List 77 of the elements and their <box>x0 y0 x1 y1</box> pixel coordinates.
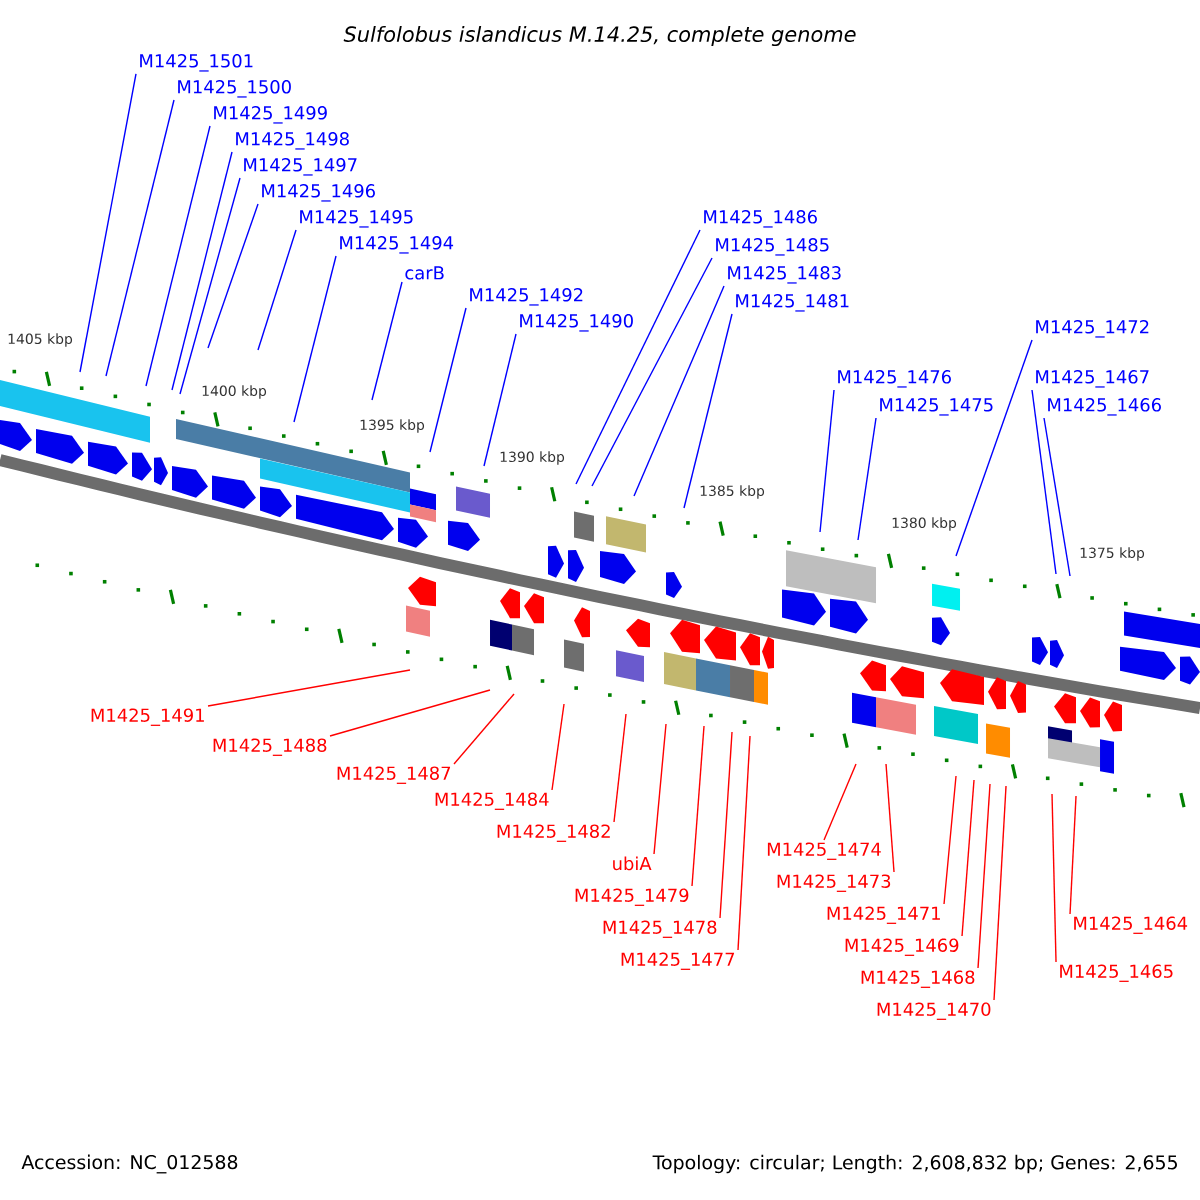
leader-line <box>1031 389 1057 575</box>
gene-label: M1425_1472 <box>1036 320 1149 338</box>
leader-line <box>293 255 337 423</box>
gene-label: M1425_1496 <box>262 184 375 202</box>
leader-line <box>653 723 667 855</box>
leader-line <box>719 731 733 919</box>
gene-label: M1425_1488 <box>213 738 327 756</box>
leader-line <box>551 703 565 791</box>
gene-label: ubiA <box>613 856 652 871</box>
leader-line <box>1069 795 1077 915</box>
leader-line <box>329 689 491 737</box>
gene-label: M1425_1465 <box>1060 964 1173 982</box>
gene-label: M1425_1475 <box>880 398 993 416</box>
leader-line <box>691 725 705 887</box>
leader-line <box>453 693 515 765</box>
gene-label: M1425_1474 <box>767 842 881 860</box>
leader-line <box>575 229 701 485</box>
leader-line <box>961 779 975 937</box>
gene-label: M1425_1500 <box>178 80 291 98</box>
leader-line <box>977 783 991 969</box>
gene-label: M1425_1471 <box>827 906 940 924</box>
leader-line <box>207 669 411 707</box>
leader-line <box>179 177 241 395</box>
leader-line <box>171 151 233 391</box>
leader-line <box>633 285 725 497</box>
leader-line <box>857 417 877 541</box>
footer-text: Topology: circular; Length: 2,608,832 bp; Genes: 2,655 <box>652 1154 1177 1174</box>
gene-label: M1425_1492 <box>470 288 583 306</box>
leader-line <box>823 763 857 841</box>
footer-text: Accession: NC_012588 <box>21 1154 238 1174</box>
leader-line <box>943 775 957 905</box>
leader-line <box>483 333 517 467</box>
gene-label: M1425_1476 <box>838 370 951 388</box>
gene-label: M1425_1478 <box>603 920 717 938</box>
gene-label: M1425_1483 <box>728 266 841 284</box>
gene-label: M1425_1491 <box>91 708 204 726</box>
gene-label: M1425_1482 <box>497 824 610 842</box>
gene-label: M1425_1487 <box>337 766 451 784</box>
gene-label: M1425_1501 <box>140 54 253 72</box>
leader-line <box>819 389 835 533</box>
gene-label: M1425_1467 <box>1036 370 1149 388</box>
leader-line <box>207 203 259 349</box>
gene-label: carB <box>405 266 444 280</box>
gene-label: M1425_1464 <box>1074 916 1188 934</box>
gene-label: M1425_1473 <box>777 874 891 892</box>
gene-label: M1425_1495 <box>300 210 413 228</box>
leader-line <box>79 73 137 373</box>
gene-label: M1425_1498 <box>236 132 349 150</box>
gene-label: M1425_1486 <box>704 210 817 228</box>
gene-label: M1425_1497 <box>244 158 357 176</box>
leader-line <box>257 229 297 351</box>
gene-label: M1425_1468 <box>861 970 975 988</box>
gene-label: M1425_1481 <box>736 294 849 312</box>
leader-line <box>371 281 403 401</box>
gene-label: M1425_1466 <box>1048 398 1161 416</box>
leader-line <box>613 713 627 823</box>
leader-line <box>1051 793 1057 963</box>
leader-line <box>683 313 733 509</box>
gene-label: M1425_1469 <box>845 938 959 956</box>
leader-line <box>737 735 751 951</box>
leader-line <box>429 307 467 453</box>
leader-line <box>993 785 1007 1001</box>
title: Sulfolobus islandicus M.14.25, complete genome <box>343 25 856 47</box>
leader-line <box>105 99 175 377</box>
leader-line <box>591 257 713 487</box>
gene-label: M1425_1477 <box>621 952 735 970</box>
gene-label: M1425_1485 <box>716 238 829 256</box>
leader-line <box>885 763 895 873</box>
gene-label: M1425_1484 <box>435 792 549 810</box>
leader-line <box>1043 417 1071 577</box>
gene-label: M1425_1479 <box>575 888 689 906</box>
gene-label: M1425_1490 <box>520 314 633 332</box>
gene-label: M1425_1470 <box>877 1002 991 1020</box>
gene-label: M1425_1494 <box>340 236 454 254</box>
leader-line <box>145 125 211 387</box>
gene-label: M1425_1499 <box>214 106 327 124</box>
leader-line <box>955 339 1033 557</box>
